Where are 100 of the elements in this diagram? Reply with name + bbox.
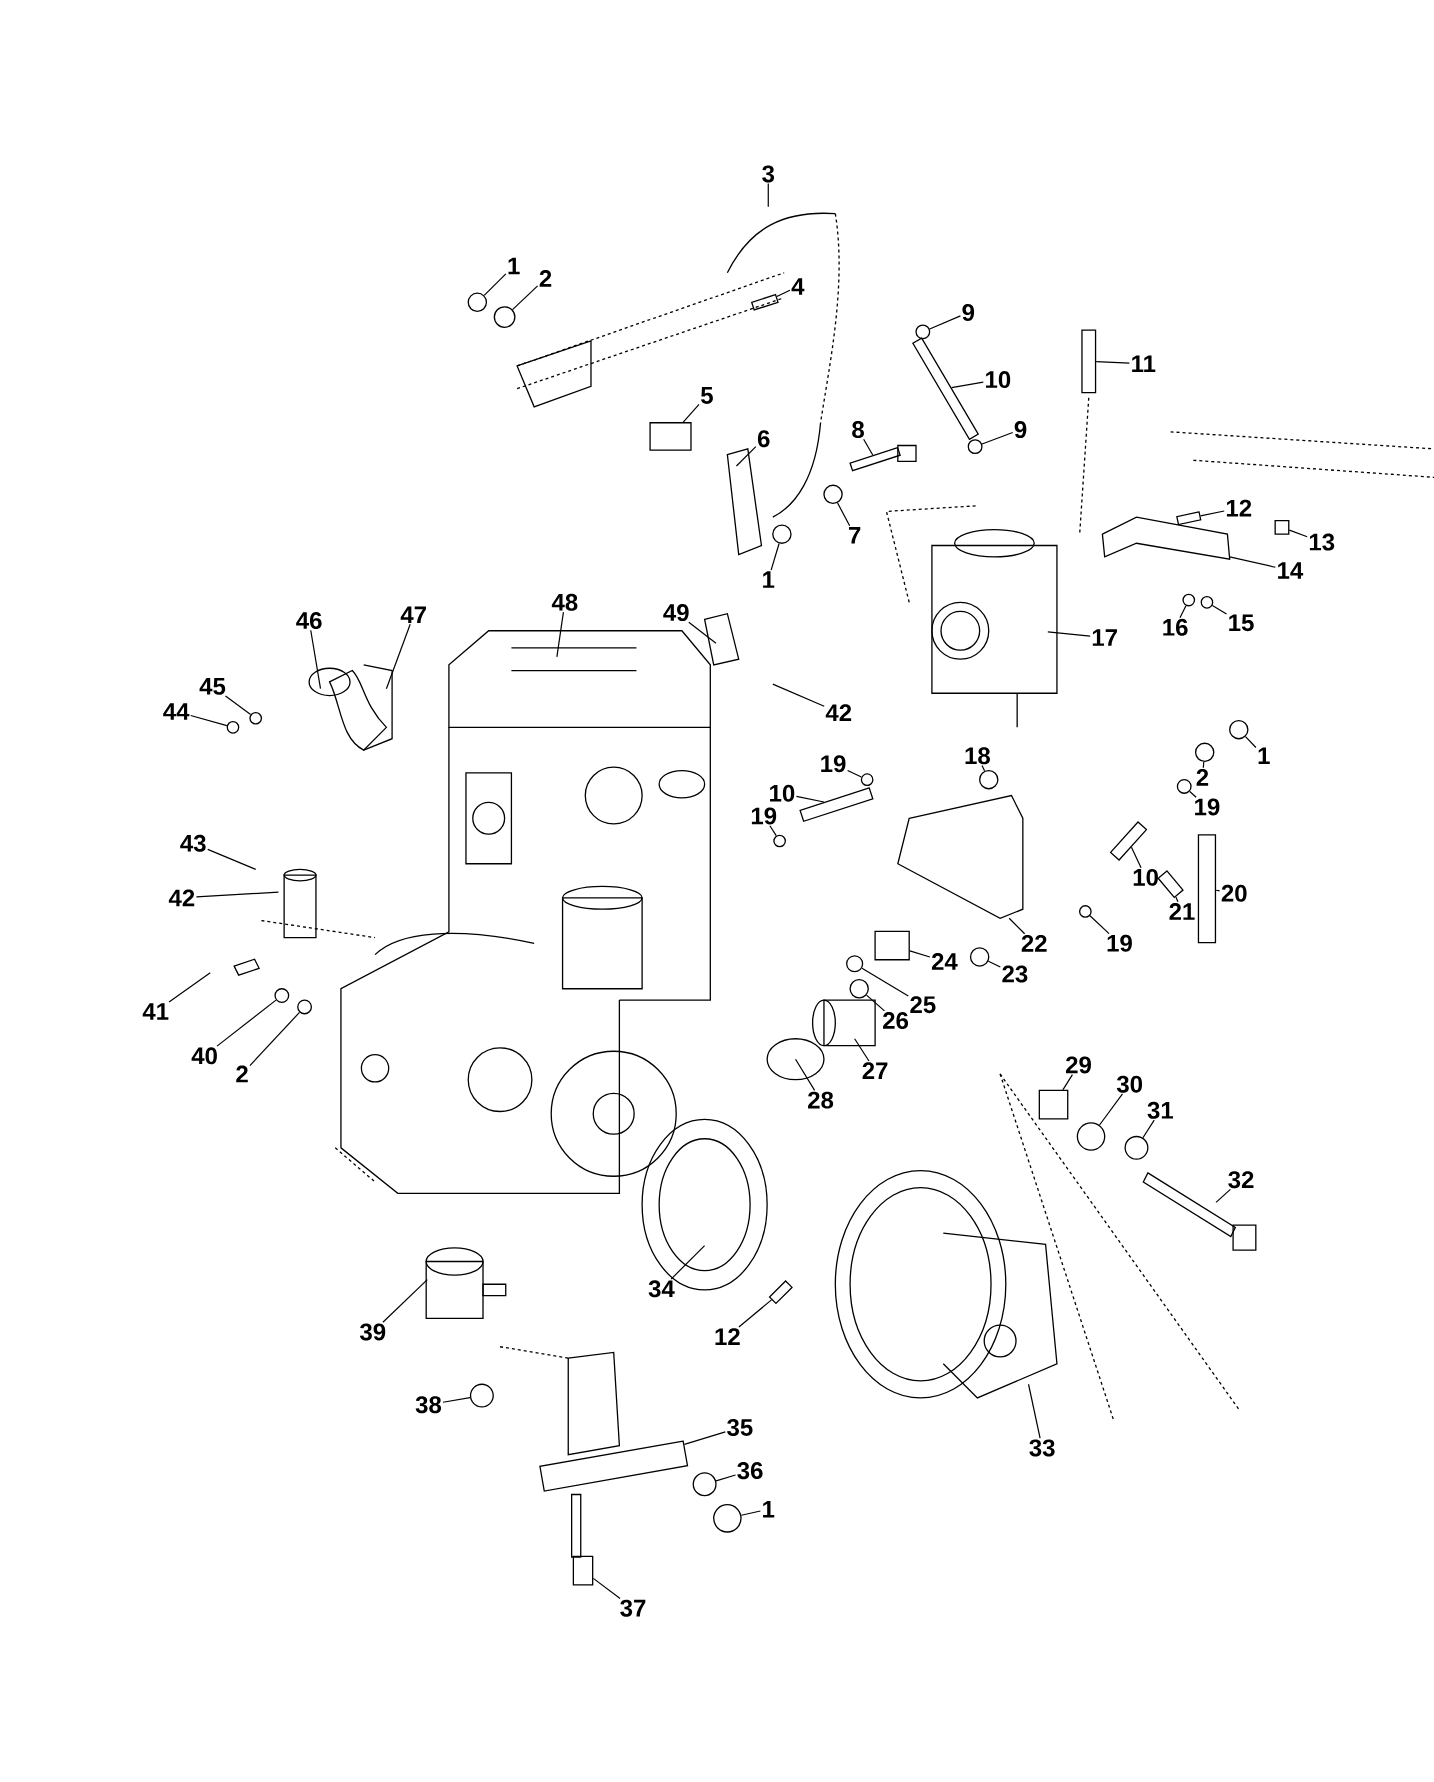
callout-number: 39 bbox=[359, 1323, 386, 1341]
callout-number: 15 bbox=[1229, 614, 1254, 632]
part bbox=[768, 1280, 793, 1305]
callout-number: 47 bbox=[400, 606, 426, 624]
callout-number: 49 bbox=[663, 604, 689, 622]
part bbox=[1038, 1089, 1069, 1120]
leader-line bbox=[1142, 1119, 1155, 1139]
washer bbox=[1182, 593, 1195, 607]
callout-number: 29 bbox=[1065, 1056, 1091, 1074]
callout-number: 4 bbox=[791, 278, 805, 295]
washer bbox=[860, 773, 874, 786]
leader-line bbox=[310, 629, 321, 690]
part bbox=[1157, 870, 1184, 899]
callout-number: 45 bbox=[199, 678, 226, 695]
leader-line bbox=[442, 1397, 471, 1403]
leader-line bbox=[1179, 605, 1187, 619]
leader-line bbox=[207, 848, 257, 870]
callout-number: 33 bbox=[1029, 1439, 1055, 1457]
callout-number: 12 bbox=[1226, 499, 1252, 517]
callout-number: 24 bbox=[931, 953, 958, 970]
part bbox=[649, 422, 692, 451]
callout-number: 32 bbox=[1228, 1171, 1254, 1189]
leader-line bbox=[216, 999, 277, 1047]
callout-number: 10 bbox=[985, 371, 1011, 389]
leader-line bbox=[715, 1474, 737, 1482]
callout-number: 26 bbox=[882, 1012, 908, 1030]
callout-number: 41 bbox=[142, 1003, 169, 1020]
callout-number: 46 bbox=[296, 612, 322, 629]
leader-line bbox=[1199, 510, 1225, 517]
part bbox=[799, 787, 874, 823]
washer bbox=[1228, 719, 1249, 740]
leader-line bbox=[1008, 917, 1026, 935]
callout-number: 5 bbox=[700, 387, 713, 404]
leader-line bbox=[168, 972, 211, 1003]
washer bbox=[823, 484, 843, 505]
callout-number: 43 bbox=[180, 834, 206, 852]
washer bbox=[297, 999, 312, 1015]
callout-number: 42 bbox=[168, 889, 195, 907]
washer bbox=[1078, 905, 1092, 918]
leader-line bbox=[740, 1510, 761, 1516]
leader-line bbox=[738, 1299, 772, 1328]
leader-line bbox=[1215, 889, 1221, 892]
part bbox=[849, 446, 901, 472]
leader-line bbox=[987, 960, 1001, 968]
washer bbox=[915, 324, 931, 340]
leader-line bbox=[769, 825, 777, 837]
leader-line bbox=[776, 289, 791, 298]
callout-number: 22 bbox=[1021, 934, 1047, 952]
leader-line bbox=[224, 695, 252, 716]
part bbox=[1081, 329, 1097, 394]
leader-line bbox=[592, 1577, 621, 1599]
callout-number: 25 bbox=[910, 996, 936, 1014]
callout-number: 42 bbox=[825, 704, 851, 721]
washer bbox=[469, 1383, 494, 1408]
washer bbox=[978, 769, 999, 790]
leader-line bbox=[190, 714, 228, 727]
washer bbox=[274, 988, 290, 1003]
washer bbox=[1076, 1122, 1106, 1151]
callout-number: 19 bbox=[1107, 934, 1132, 952]
leader-line bbox=[981, 764, 986, 772]
leader-line bbox=[1288, 529, 1308, 538]
leader-line bbox=[770, 542, 780, 571]
leader-line bbox=[853, 1038, 870, 1062]
callout-number: 40 bbox=[191, 1047, 217, 1065]
leader-line bbox=[767, 183, 769, 208]
callout-number: 20 bbox=[1221, 884, 1247, 902]
leader-line bbox=[1130, 846, 1142, 869]
leader-line bbox=[1244, 736, 1257, 749]
callout-number: 23 bbox=[1002, 965, 1028, 983]
leader-line bbox=[382, 1279, 428, 1323]
washer bbox=[692, 1472, 717, 1497]
leader-line bbox=[195, 891, 279, 898]
washer bbox=[249, 711, 262, 725]
callout-number: 14 bbox=[1277, 562, 1304, 579]
callout-number: 31 bbox=[1147, 1101, 1173, 1119]
leader-line bbox=[1211, 605, 1227, 615]
washer bbox=[967, 439, 983, 455]
leader-line bbox=[1215, 1188, 1231, 1203]
callout-number: 7 bbox=[848, 527, 861, 544]
leader-line bbox=[861, 967, 909, 997]
part bbox=[874, 930, 910, 961]
washer bbox=[1124, 1135, 1149, 1160]
washer bbox=[1194, 742, 1215, 763]
callout-number: 48 bbox=[551, 593, 578, 611]
callout-number: 19 bbox=[821, 755, 846, 773]
leader-line bbox=[846, 769, 862, 778]
leader-line bbox=[249, 1011, 300, 1067]
leader-line bbox=[1175, 896, 1179, 903]
callout-number: 1 bbox=[763, 1501, 775, 1518]
callout-number: 38 bbox=[415, 1396, 441, 1414]
callout-number: 19 bbox=[751, 807, 777, 825]
washer bbox=[226, 721, 240, 734]
callout-number: 27 bbox=[862, 1062, 888, 1079]
callout-number: 13 bbox=[1309, 533, 1335, 551]
callout-number: 2 bbox=[1196, 769, 1208, 786]
leader-line bbox=[929, 315, 961, 330]
callout-number: 3 bbox=[762, 165, 774, 183]
callout-number: 21 bbox=[1169, 903, 1195, 920]
callout-number: 19 bbox=[1195, 798, 1220, 816]
leader-line bbox=[1089, 915, 1110, 935]
